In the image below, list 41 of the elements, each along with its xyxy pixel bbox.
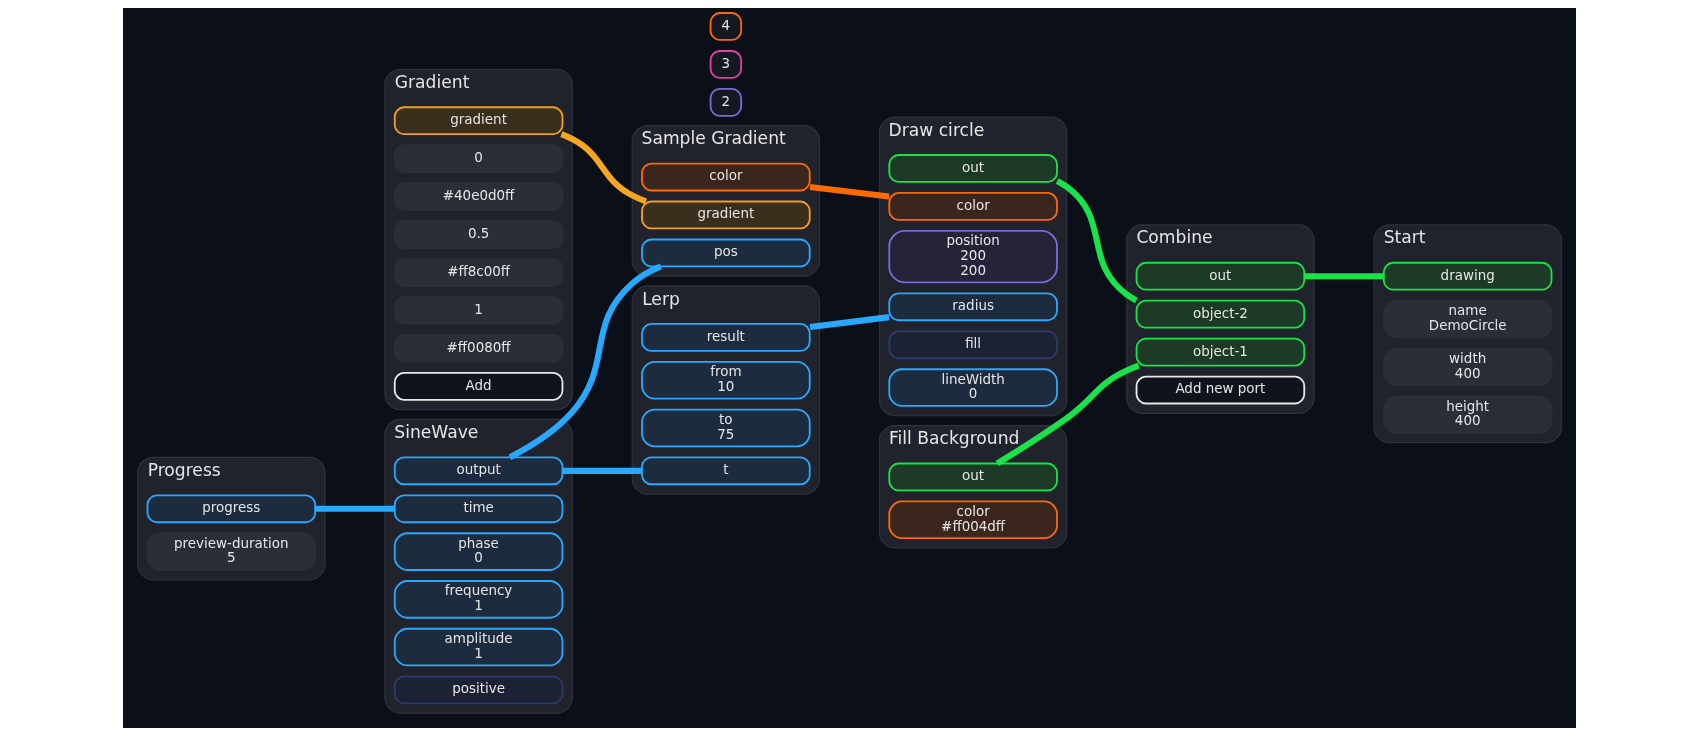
connector	[809, 183, 889, 200]
connector	[562, 467, 642, 474]
node-box: color	[887, 192, 1058, 221]
node-box: position 200 200	[887, 230, 1058, 284]
node-box: amplitude 1	[393, 627, 563, 667]
node-box: Add new port	[1135, 375, 1305, 405]
node-box: color #ff004dff	[887, 500, 1058, 540]
node-box: color	[640, 162, 811, 192]
node-box: phase 0	[393, 532, 563, 571]
connector	[809, 314, 889, 331]
connector	[559, 131, 647, 205]
node-box: gradient	[393, 106, 563, 136]
node-box: drawing	[1382, 261, 1552, 291]
node-box: object-1	[1135, 337, 1305, 367]
node-box: frequency 1	[393, 580, 563, 619]
node-box: out	[887, 154, 1058, 183]
node-box: object-2	[1135, 299, 1305, 329]
node-box: lineWidth 0	[887, 368, 1058, 407]
connector	[508, 263, 662, 460]
node-box: time	[393, 494, 563, 524]
node-box: out	[887, 462, 1058, 492]
connector	[1055, 178, 1138, 304]
node-box: radius	[887, 292, 1058, 322]
node-box: progress	[146, 494, 316, 524]
node-box: t	[640, 456, 811, 486]
node-box: from 10	[640, 360, 811, 400]
node-box: 4	[709, 12, 742, 41]
connector	[314, 505, 395, 512]
node-box: to 75	[640, 408, 811, 448]
node-box: positive	[393, 675, 563, 705]
node-box: gradient	[640, 200, 811, 230]
node-box: pos	[640, 238, 811, 268]
node-box: out	[1135, 261, 1305, 291]
connector	[995, 362, 1140, 466]
connector	[1304, 273, 1384, 280]
node-box: Add	[393, 371, 563, 401]
node-box: fill	[887, 330, 1058, 360]
node-box: result	[640, 323, 811, 352]
node-box: 3	[709, 50, 742, 79]
node-box: 2	[709, 88, 742, 117]
node-box: output	[393, 456, 563, 486]
